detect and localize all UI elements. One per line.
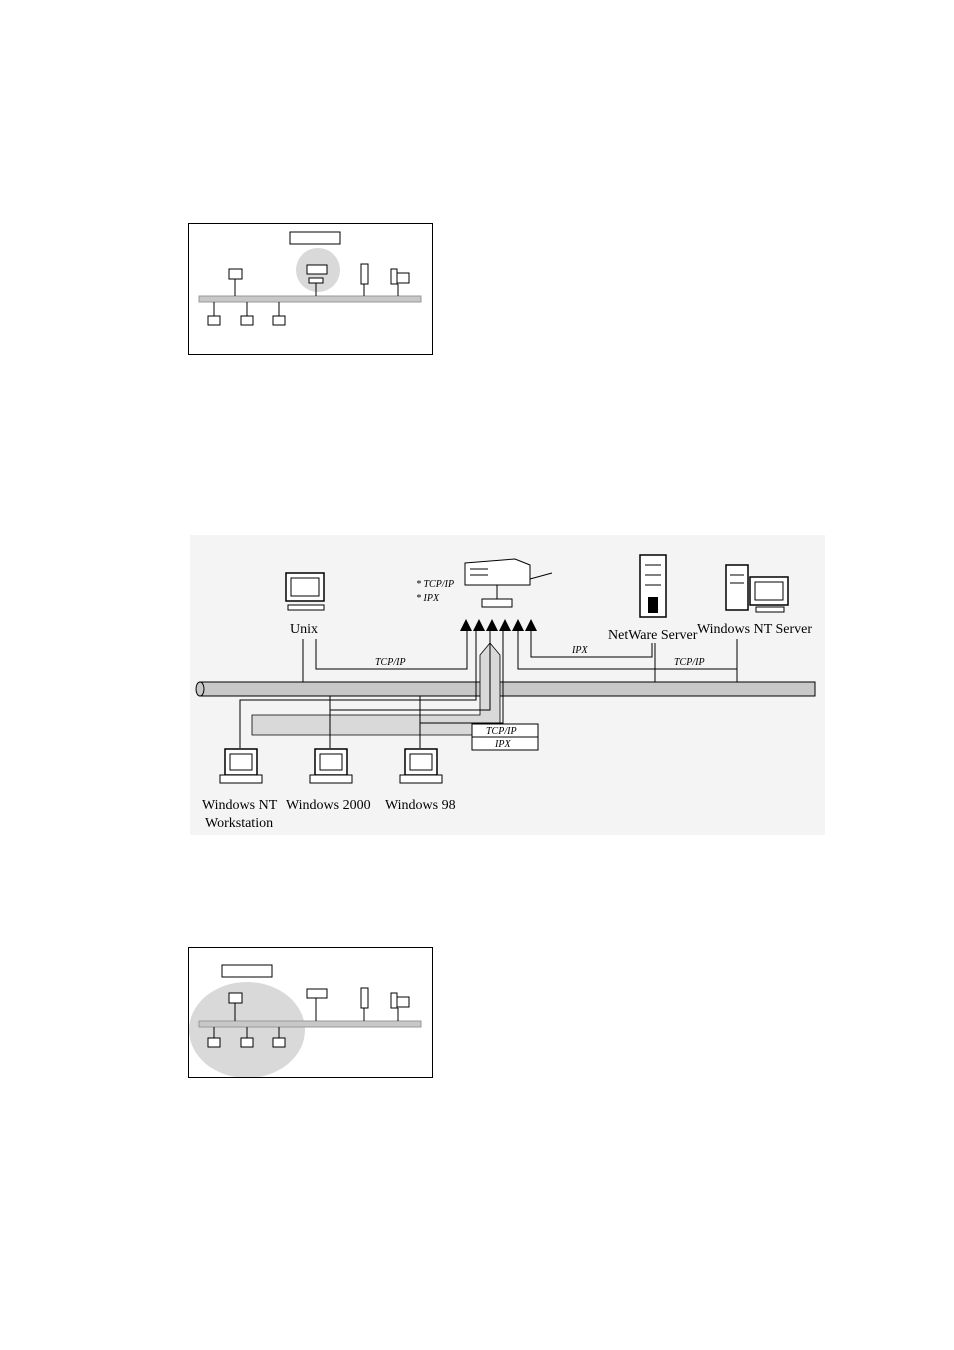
thumbnail-title-box: [290, 232, 340, 244]
thumbnail-2-svg: [189, 948, 432, 1077]
nt-workstation-label-1: Windows NT: [202, 798, 278, 813]
incoming-arrows: [460, 619, 537, 631]
thumbnail-clients-highlight: [188, 947, 433, 1078]
server-icon: [361, 264, 368, 296]
client-protocol-2: IPX: [494, 739, 511, 750]
network-bus: [199, 296, 421, 302]
netware-link-protocol: IPX: [571, 645, 588, 656]
nt-workstation-icon: [220, 749, 262, 783]
win2000-label: Windows 2000: [286, 798, 371, 813]
client-icons: [208, 302, 285, 325]
netware-server-icon: [640, 555, 666, 617]
printer-icon: [465, 559, 552, 607]
computer-icon: [229, 269, 242, 296]
win2000-computer-icon: [310, 749, 352, 783]
printer-icon: [307, 989, 327, 1021]
printer-protocol-1: * TCP/IP: [416, 579, 454, 590]
unix-computer-icon: [286, 573, 324, 610]
nt-workstation-label-2: Workstation: [205, 816, 273, 831]
server-icon: [361, 988, 368, 1021]
network-bus: [196, 682, 815, 696]
thumbnail-title-box: [222, 965, 272, 977]
unix-label: Unix: [290, 622, 318, 637]
nt-server-label: Windows NT Server: [697, 622, 812, 637]
nt-server-icon: [726, 565, 788, 612]
win98-label: Windows 98: [385, 798, 456, 813]
printer-protocol-2: * IPX: [416, 593, 440, 604]
network-diagram: Unix TCP/IP * TCP/IP * IPX: [190, 535, 825, 835]
thumbnail-1-svg: [189, 224, 432, 354]
workstation-icon: [391, 993, 409, 1021]
nt-server-link-protocol: TCP/IP: [674, 657, 705, 668]
unix-link-protocol: TCP/IP: [375, 657, 406, 668]
netware-server-label: NetWare Server: [608, 628, 698, 643]
win98-computer-icon: [400, 749, 442, 783]
network-bus: [199, 1021, 421, 1027]
thumbnail-printer-highlight: [188, 223, 433, 355]
network-diagram-svg: Unix TCP/IP * TCP/IP * IPX: [190, 535, 825, 835]
client-protocol-1: TCP/IP: [486, 726, 517, 737]
workstation-icon: [391, 269, 409, 296]
